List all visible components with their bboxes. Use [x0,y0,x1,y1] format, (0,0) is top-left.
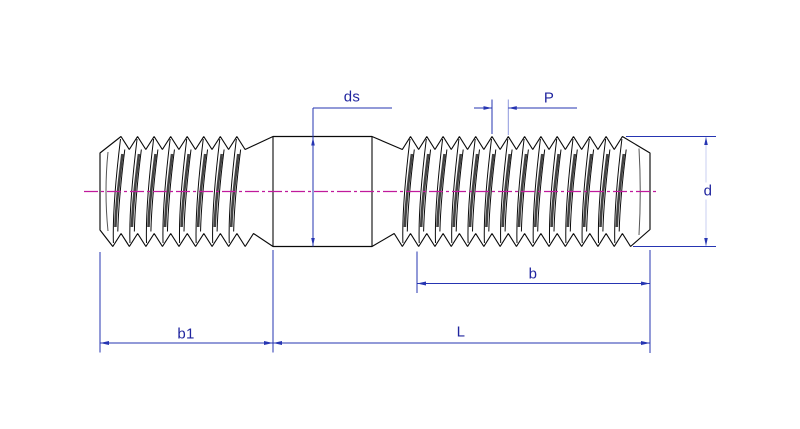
label-overall-length: L [456,323,466,341]
thread-flank-lines [112,138,627,244]
label-shank-diameter: ds [343,88,361,106]
label-thread-pitch: P [543,89,555,107]
label-thread-length-b: b [528,265,538,283]
dimension-lines [99,99,716,353]
label-thread-diameter: d [701,182,715,200]
thread-shading [114,153,626,228]
label-thread-length-b1: b1 [177,325,195,343]
stud-outline [99,135,651,248]
